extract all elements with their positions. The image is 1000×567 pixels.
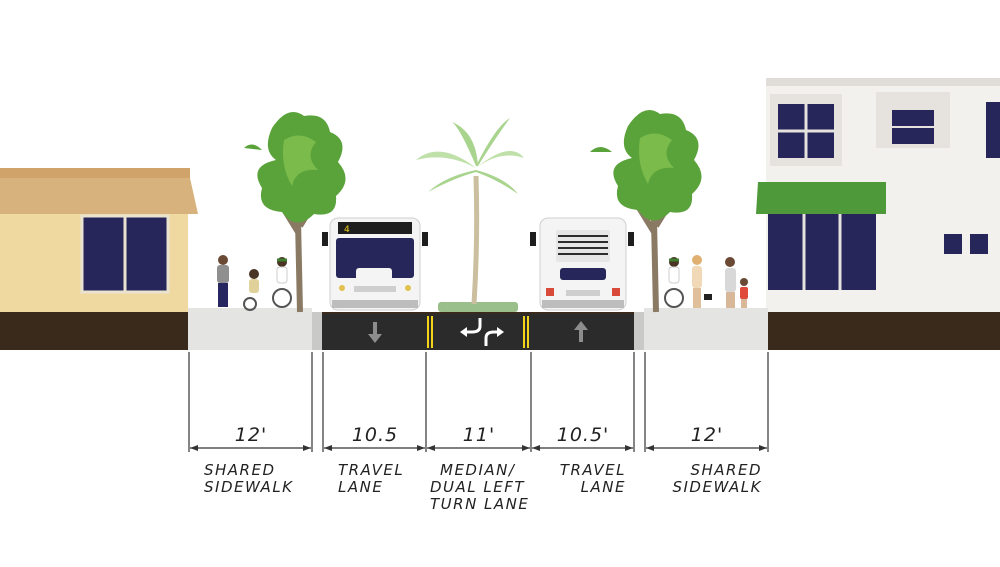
left-sidewalk [188,308,312,350]
green-awning [756,182,886,214]
left-tree [244,112,346,313]
desc-line: SIDEWALK [204,478,294,496]
dimension-lines [188,352,769,452]
bus-front: 4 [322,217,428,311]
width-label-sidewalk-left: 12' [234,424,268,446]
desc-line: SHARED [204,461,276,479]
desc-line: TRAVEL [338,461,405,479]
desc-line: LANE [580,478,626,496]
dimension-arrowheads [190,445,767,451]
desc-line: LANE [338,478,384,496]
desc-sidewalk-left: SHARED SIDEWALK [204,462,294,496]
desc-line: SIDEWALK [672,478,762,496]
width-label-median: 11' [462,424,496,446]
desc-line: TRAVEL [559,461,626,479]
desc-line: MEDIAN/ [440,461,516,479]
width-label-sidewalk-right: 12' [690,424,724,446]
desc-median: MEDIAN/ DUAL LEFT TURN LANE [430,462,529,513]
width-label-travel-lane-left: 10.5 [351,424,399,446]
median-markings [427,302,529,348]
right-building [756,78,1000,312]
up-arrow-icon [574,321,588,342]
desc-line: DUAL LEFT [430,478,526,496]
desc-travel-lane-right: TRAVEL LANE [554,462,626,496]
palm-tree [416,118,524,305]
desc-line: TURN LANE [430,495,530,513]
left-building [0,168,198,312]
desc-travel-lane-left: TRAVEL LANE [338,462,404,496]
width-label-travel-lane-right: 10.5' [556,424,610,446]
down-arrow-icon [368,322,382,343]
right-sidewalk [644,308,768,350]
bus-rear [530,217,634,311]
pedestrians-left [217,255,292,311]
desc-sidewalk-right: SHARED SIDEWALK [664,462,762,496]
bus-route-number: 4 [344,225,350,235]
pedestrians-right [664,255,748,308]
right-tree [590,110,702,313]
turn-arrows-icon [464,318,500,346]
desc-line: SHARED [690,461,762,479]
